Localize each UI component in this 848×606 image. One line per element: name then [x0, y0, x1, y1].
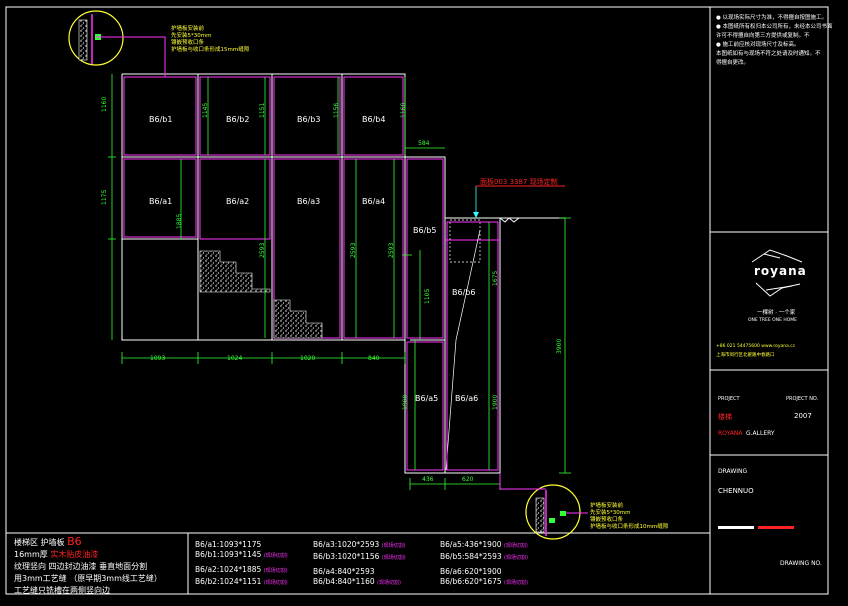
schedule-col-2: B6/a3:1020*2593 (现场切割) B6/b3:1020*1156 (…	[313, 540, 406, 588]
project-year: 2007	[794, 412, 812, 420]
drawing-name: CHENNUO	[718, 487, 754, 495]
schedule-item: B6/b3:1020*1156 (现场切割)	[313, 551, 406, 561]
dim-1675: 1675	[492, 270, 499, 286]
red-note-leader	[473, 185, 565, 218]
dim-840: 840	[368, 355, 380, 362]
panel-outlines	[123, 70, 499, 471]
color-bar-red	[758, 526, 794, 529]
panel-label-a5: B6/a5	[415, 394, 439, 403]
dim-1900-a: 1900	[402, 394, 409, 410]
schedule-item: B6/b5:584*2593 (现场切割)	[440, 551, 528, 561]
dim-620: 620	[462, 476, 474, 483]
gallery-text: G.ALLERY	[746, 430, 775, 437]
schedule-item: B6/b4:840*1160 (现场切割)	[313, 576, 401, 586]
schedule-item: B6/b2:1024*1151 (现场切割)	[195, 576, 288, 586]
color-bar-white	[718, 526, 754, 529]
panel-label-b4: B6/b4	[362, 115, 386, 124]
schedule-item: B6/a6:620*1900	[440, 567, 502, 576]
project-label: PROJECT	[718, 396, 740, 402]
panel-label-a6: B6/a6	[455, 394, 479, 403]
dim-1160: 1160	[101, 96, 108, 112]
panel-label-a4: B6/a4	[362, 197, 386, 206]
dim-1175: 1175	[101, 189, 108, 205]
dim-584: 584	[418, 140, 430, 147]
brand-address: 上海市闵行区北翟路中春路口	[716, 353, 775, 358]
dim-1145: 1145	[202, 102, 209, 118]
panel-label-b1: B6/b1	[149, 115, 173, 124]
panel-label-b3: B6/b3	[297, 115, 321, 124]
panel-label-b2: B6/b2	[226, 115, 250, 124]
brand-logo-text: royana	[754, 264, 807, 278]
detail-circle-top	[68, 10, 166, 70]
schedule-col-1: B6/a1:1093*1175 B6/b1:1093*1145 (现场切割) B…	[195, 540, 288, 588]
detail-circle-bottom	[499, 473, 588, 540]
general-notes: ● 以现场实际尺寸为准，不得擅自按图施工。 ● 本图纸所有权归本公司所有，未经本…	[716, 15, 833, 66]
stair-hatch	[199, 250, 323, 339]
schedule-item: B6/a3:1020*2593 (现场切割)	[313, 540, 406, 549]
panel-label-b6: B6/b6	[452, 288, 476, 297]
dim-1151: 1151	[259, 102, 266, 118]
dim-2593-b: 2593	[350, 242, 357, 258]
dim-1160-right: 1160	[400, 102, 407, 118]
brand-slogan: 一棵树 · 一个家	[757, 310, 796, 316]
sheet-frame	[5, 6, 829, 595]
drawing-label: DRAWING	[718, 468, 748, 475]
panel-label-a2: B6/a2	[226, 197, 250, 206]
dim-1900-b: 1900	[492, 394, 499, 410]
dim-436: 436	[422, 476, 434, 483]
dim-1885: 1885	[176, 213, 183, 229]
dim-1020: 1020	[300, 355, 316, 362]
panel-label-a3: B6/a3	[297, 197, 321, 206]
gallery-brand: ROYANA	[718, 430, 743, 437]
project-name: 楼梯	[718, 413, 732, 421]
red-note: 面板003 3387 现场定制	[480, 178, 558, 186]
dim-1105: 1105	[424, 288, 431, 304]
dim-1024: 1024	[227, 355, 243, 362]
schedule-item: B6/a4:840*2593	[313, 567, 375, 576]
dim-2593: 2593	[259, 242, 266, 258]
panel-label-a1: B6/a1	[149, 197, 173, 206]
schedule-col-3: B6/a5:436*1900 (现场切割) B6/b5:584*2593 (现场…	[440, 540, 528, 588]
drawing-no-label: DRAWING NO.	[780, 560, 822, 567]
schedule-item: B6/a1:1093*1175	[195, 540, 262, 549]
callout-top: 护墙板安装前 先安装5*30mm 镶嵌预收口条 护墙板与收口条形成15mm缝隙	[171, 26, 250, 53]
callout-bottom: 护墙板安装前 先安装5*30mm 镶嵌预收口条 护墙板与收口条形成10mm缝隙	[590, 503, 669, 530]
royana-logo-icon	[751, 249, 803, 297]
panel-label-b5: B6/b5	[413, 226, 437, 235]
schedule-item: B6/b1:1093*1145 (现场切割)	[195, 549, 288, 559]
spec-block: 楼梯区 护墙板 B6 16mm厚 实木贴皮油漆 纹理竖向 四边封边油漆 垂直地面…	[14, 535, 162, 596]
brand-sub: ONE TREE ONE HOME	[748, 318, 798, 323]
dim-1093: 1093	[150, 355, 166, 362]
dim-1156: 1156	[333, 102, 340, 118]
brand-tel: +86 021 54475600 www.royana.cc	[716, 344, 796, 349]
schedule-item: B6/b6:620*1675 (现场切割)	[440, 576, 528, 586]
dim-2593-c: 2593	[388, 242, 395, 258]
dim-3900: 3900	[556, 338, 563, 354]
schedule-item: B6/a2:1024*1885 (现场切割)	[195, 565, 288, 574]
schedule-item: B6/a5:436*1900 (现场切割)	[440, 540, 528, 549]
project-no-label: PROJECT NO.	[786, 396, 819, 402]
